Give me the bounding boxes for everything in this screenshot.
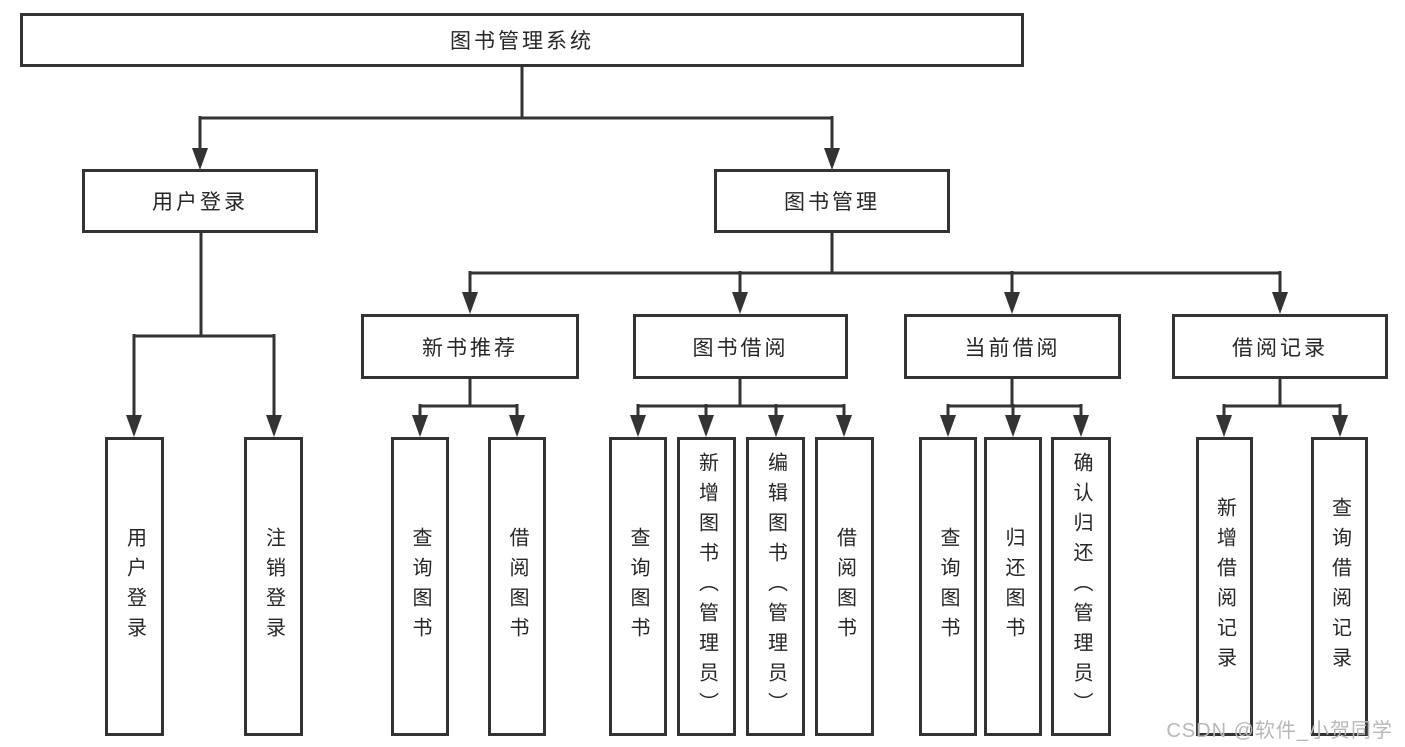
leaf-borrow-book: 借阅图书 bbox=[815, 437, 874, 736]
leaf-user-login: 用户登录 bbox=[105, 437, 164, 736]
leaf-query-borrow-record: 查询借阅记录 bbox=[1311, 437, 1368, 736]
leaf-confirm-return-admin: 确认归还（管理员） bbox=[1051, 437, 1111, 736]
leaf-add-borrow-record: 新增借阅记录 bbox=[1196, 437, 1253, 736]
arrowhead-icon bbox=[1332, 415, 1348, 437]
connector-user-login bbox=[126, 232, 282, 437]
arrowhead-icon bbox=[192, 148, 208, 170]
node-root-system: 图书管理系统 bbox=[20, 13, 1024, 67]
leaf-query-book-borrow: 查询图书 bbox=[609, 437, 667, 736]
arrowhead-icon bbox=[768, 415, 784, 437]
arrowhead-icon bbox=[732, 292, 748, 314]
arrowhead-icon bbox=[462, 292, 478, 314]
arrowhead-icon bbox=[1272, 292, 1288, 314]
node-current-borrow: 当前借阅 bbox=[904, 314, 1121, 379]
leaf-query-book-current: 查询图书 bbox=[919, 437, 977, 736]
arrowhead-icon bbox=[940, 415, 956, 437]
leaf-logout: 注销登录 bbox=[244, 437, 303, 736]
arrowhead-icon bbox=[1216, 415, 1232, 437]
arrowhead-icon bbox=[412, 415, 428, 437]
leaf-return-book: 归还图书 bbox=[984, 437, 1042, 736]
leaf-add-book-admin: 新增图书（管理员） bbox=[677, 437, 736, 736]
connector-new-book-recommend bbox=[412, 378, 525, 437]
connector-book-management bbox=[462, 232, 1288, 314]
watermark: CSDN @软件_小贺同学 bbox=[1166, 720, 1393, 742]
leaf-query-book-recommend: 查询图书 bbox=[391, 437, 449, 736]
node-book-borrow: 图书借阅 bbox=[633, 314, 848, 379]
connector-book-borrow bbox=[630, 378, 852, 437]
arrowhead-icon bbox=[836, 415, 852, 437]
leaf-borrow-book-recommend: 借阅图书 bbox=[488, 437, 546, 736]
node-user-login: 用户登录 bbox=[82, 169, 318, 233]
connector-current-borrow bbox=[940, 378, 1089, 437]
arrowhead-icon bbox=[266, 415, 282, 437]
arrowhead-icon bbox=[509, 415, 525, 437]
arrowhead-icon bbox=[1073, 415, 1089, 437]
leaf-edit-book-admin: 编辑图书（管理员） bbox=[746, 437, 805, 736]
node-book-management: 图书管理 bbox=[714, 169, 950, 233]
connector-root bbox=[192, 66, 840, 170]
arrowhead-icon bbox=[698, 415, 714, 437]
node-borrow-record: 借阅记录 bbox=[1172, 314, 1388, 379]
node-new-book-recommend: 新书推荐 bbox=[361, 314, 579, 379]
arrowhead-icon bbox=[824, 148, 840, 170]
arrowhead-icon bbox=[126, 415, 142, 437]
arrowhead-icon bbox=[1004, 292, 1020, 314]
arrowhead-icon bbox=[630, 415, 646, 437]
arrowhead-icon bbox=[1005, 415, 1021, 437]
connector-borrow-record bbox=[1216, 378, 1348, 437]
